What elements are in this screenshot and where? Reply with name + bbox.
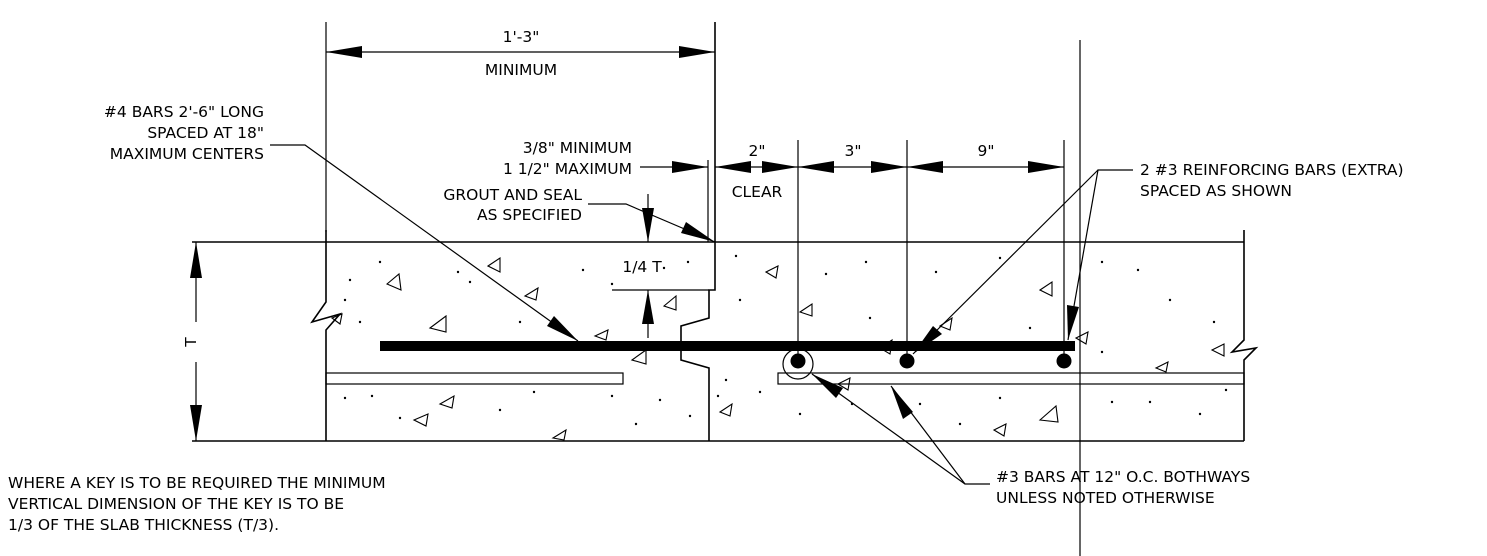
mesh-bar-left (325, 372, 624, 385)
thickness-dimension: T (182, 242, 202, 441)
slab-outline (192, 22, 1259, 442)
mesh-bar-right (777, 372, 1245, 385)
dim-top-sub-label: MINIMUM (485, 61, 557, 79)
gap-line1: 3/8" MINIMUM (523, 139, 632, 157)
no3-line2: UNLESS NOTED OTHERWISE (996, 489, 1215, 507)
reinf-line2: SPACED AS SHOWN (1140, 182, 1292, 200)
dim-clear-sub-label: CLEAR (732, 183, 783, 201)
no3-line1: #3 BARS AT 12" O.C. BOTHWAYS (996, 468, 1250, 486)
note-line2: VERTICAL DIMENSION OF THE KEY IS TO BE (8, 495, 344, 513)
gap-label: 3/8" MINIMUM 1 1/2" MAXIMUM (503, 139, 632, 178)
dowel-bar-no4 (380, 341, 1075, 351)
note-line3: 1/3 OF THE SLAB THICKNESS (T/3). (8, 516, 279, 534)
no3-bars-label: #3 BARS AT 12" O.C. BOTHWAYS UNLESS NOTE… (811, 373, 1250, 507)
no4-line3: MAXIMUM CENTERS (110, 145, 264, 163)
key-quarter-t: 1/4 T (612, 194, 709, 338)
extension-lines (325, 22, 1081, 556)
no4-line1: #4 BARS 2'-6" LONG (104, 103, 264, 121)
bar-dot-3in (899, 353, 915, 369)
reinforcement (325, 341, 1245, 385)
dimension-row: 2" CLEAR 3" 9" (640, 142, 1064, 201)
reinf-line1: 2 #3 REINFORCING BARS (EXTRA) (1140, 161, 1404, 179)
reinforcing-bars-label: 2 #3 REINFORCING BARS (EXTRA) SPACED AS … (912, 161, 1404, 355)
quarter-t-label: 1/4 T (622, 258, 662, 276)
concrete-aggregate-hatch (330, 254, 1228, 441)
bar-dot-clear (790, 353, 806, 369)
grout-line2: AS SPECIFIED (477, 206, 582, 224)
grout-label: GROUT AND SEAL AS SPECIFIED (443, 186, 716, 243)
bar-dot-9in (1056, 353, 1072, 369)
dimension-15in: 1'-3" MINIMUM (326, 28, 715, 79)
no4-bars-label: #4 BARS 2'-6" LONG SPACED AT 18" MAXIMUM… (104, 103, 579, 342)
dim-9-label: 9" (978, 142, 995, 160)
thickness-label: T (182, 337, 200, 348)
no4-line2: SPACED AT 18" (147, 124, 264, 142)
key-note: WHERE A KEY IS TO BE REQUIRED THE MINIMU… (8, 474, 386, 534)
dim-clear-label: 2" (749, 142, 766, 160)
gap-line2: 1 1/2" MAXIMUM (503, 160, 632, 178)
dim-top-label: 1'-3" (503, 28, 540, 46)
note-line1: WHERE A KEY IS TO BE REQUIRED THE MINIMU… (8, 474, 386, 492)
dim-3-label: 3" (845, 142, 862, 160)
grout-line1: GROUT AND SEAL (443, 186, 582, 204)
